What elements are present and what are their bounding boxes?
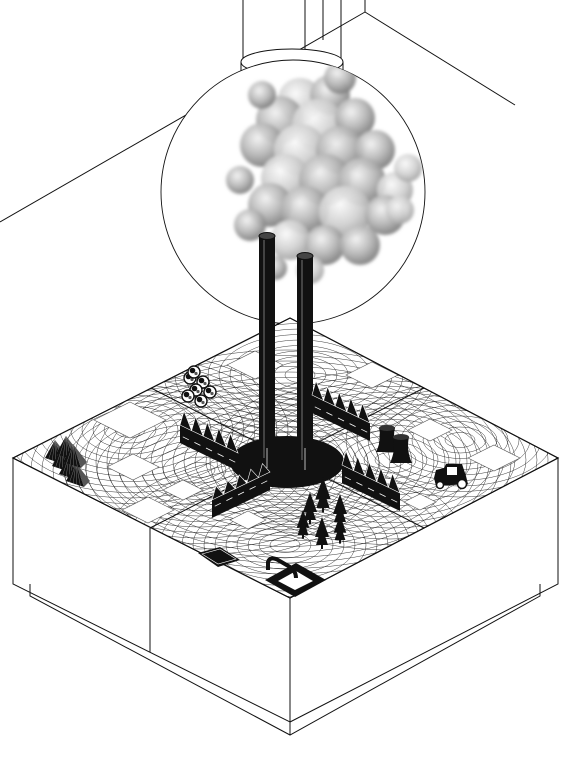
topographic-table-icon	[11, 317, 560, 736]
smoke-cloud-icon	[226, 62, 422, 284]
factory-icon	[311, 380, 371, 441]
mine-pit-icon	[265, 556, 326, 597]
cooling-tower-icon	[376, 425, 412, 463]
tree-cluster-icon	[181, 365, 217, 408]
pyramid-roof-icon	[45, 435, 90, 487]
conveyor-icon	[198, 547, 240, 567]
pine-tree-icon	[315, 477, 331, 513]
tractor-icon	[434, 464, 468, 490]
factory-icon	[211, 462, 271, 518]
factory-icon	[179, 410, 239, 471]
pine-tree-icon	[315, 517, 329, 549]
pyramid-roof-icon	[66, 462, 90, 487]
pine-tree-icon	[296, 509, 310, 539]
pyramid-roof-icon	[63, 443, 87, 468]
pine-tree-icon	[333, 514, 347, 544]
tree-icon	[194, 394, 208, 408]
room-wall-lines	[0, 0, 516, 223]
pine-forest-icon	[296, 477, 347, 549]
tree-icon	[181, 389, 195, 403]
tree-icon	[203, 385, 217, 399]
factory-icon	[179, 380, 401, 518]
tree-icon	[187, 365, 201, 379]
twin-chimney-icon	[258, 232, 314, 470]
factory-icon	[341, 450, 401, 511]
chimney-base-icon	[230, 436, 344, 488]
pine-tree-icon	[303, 492, 317, 524]
